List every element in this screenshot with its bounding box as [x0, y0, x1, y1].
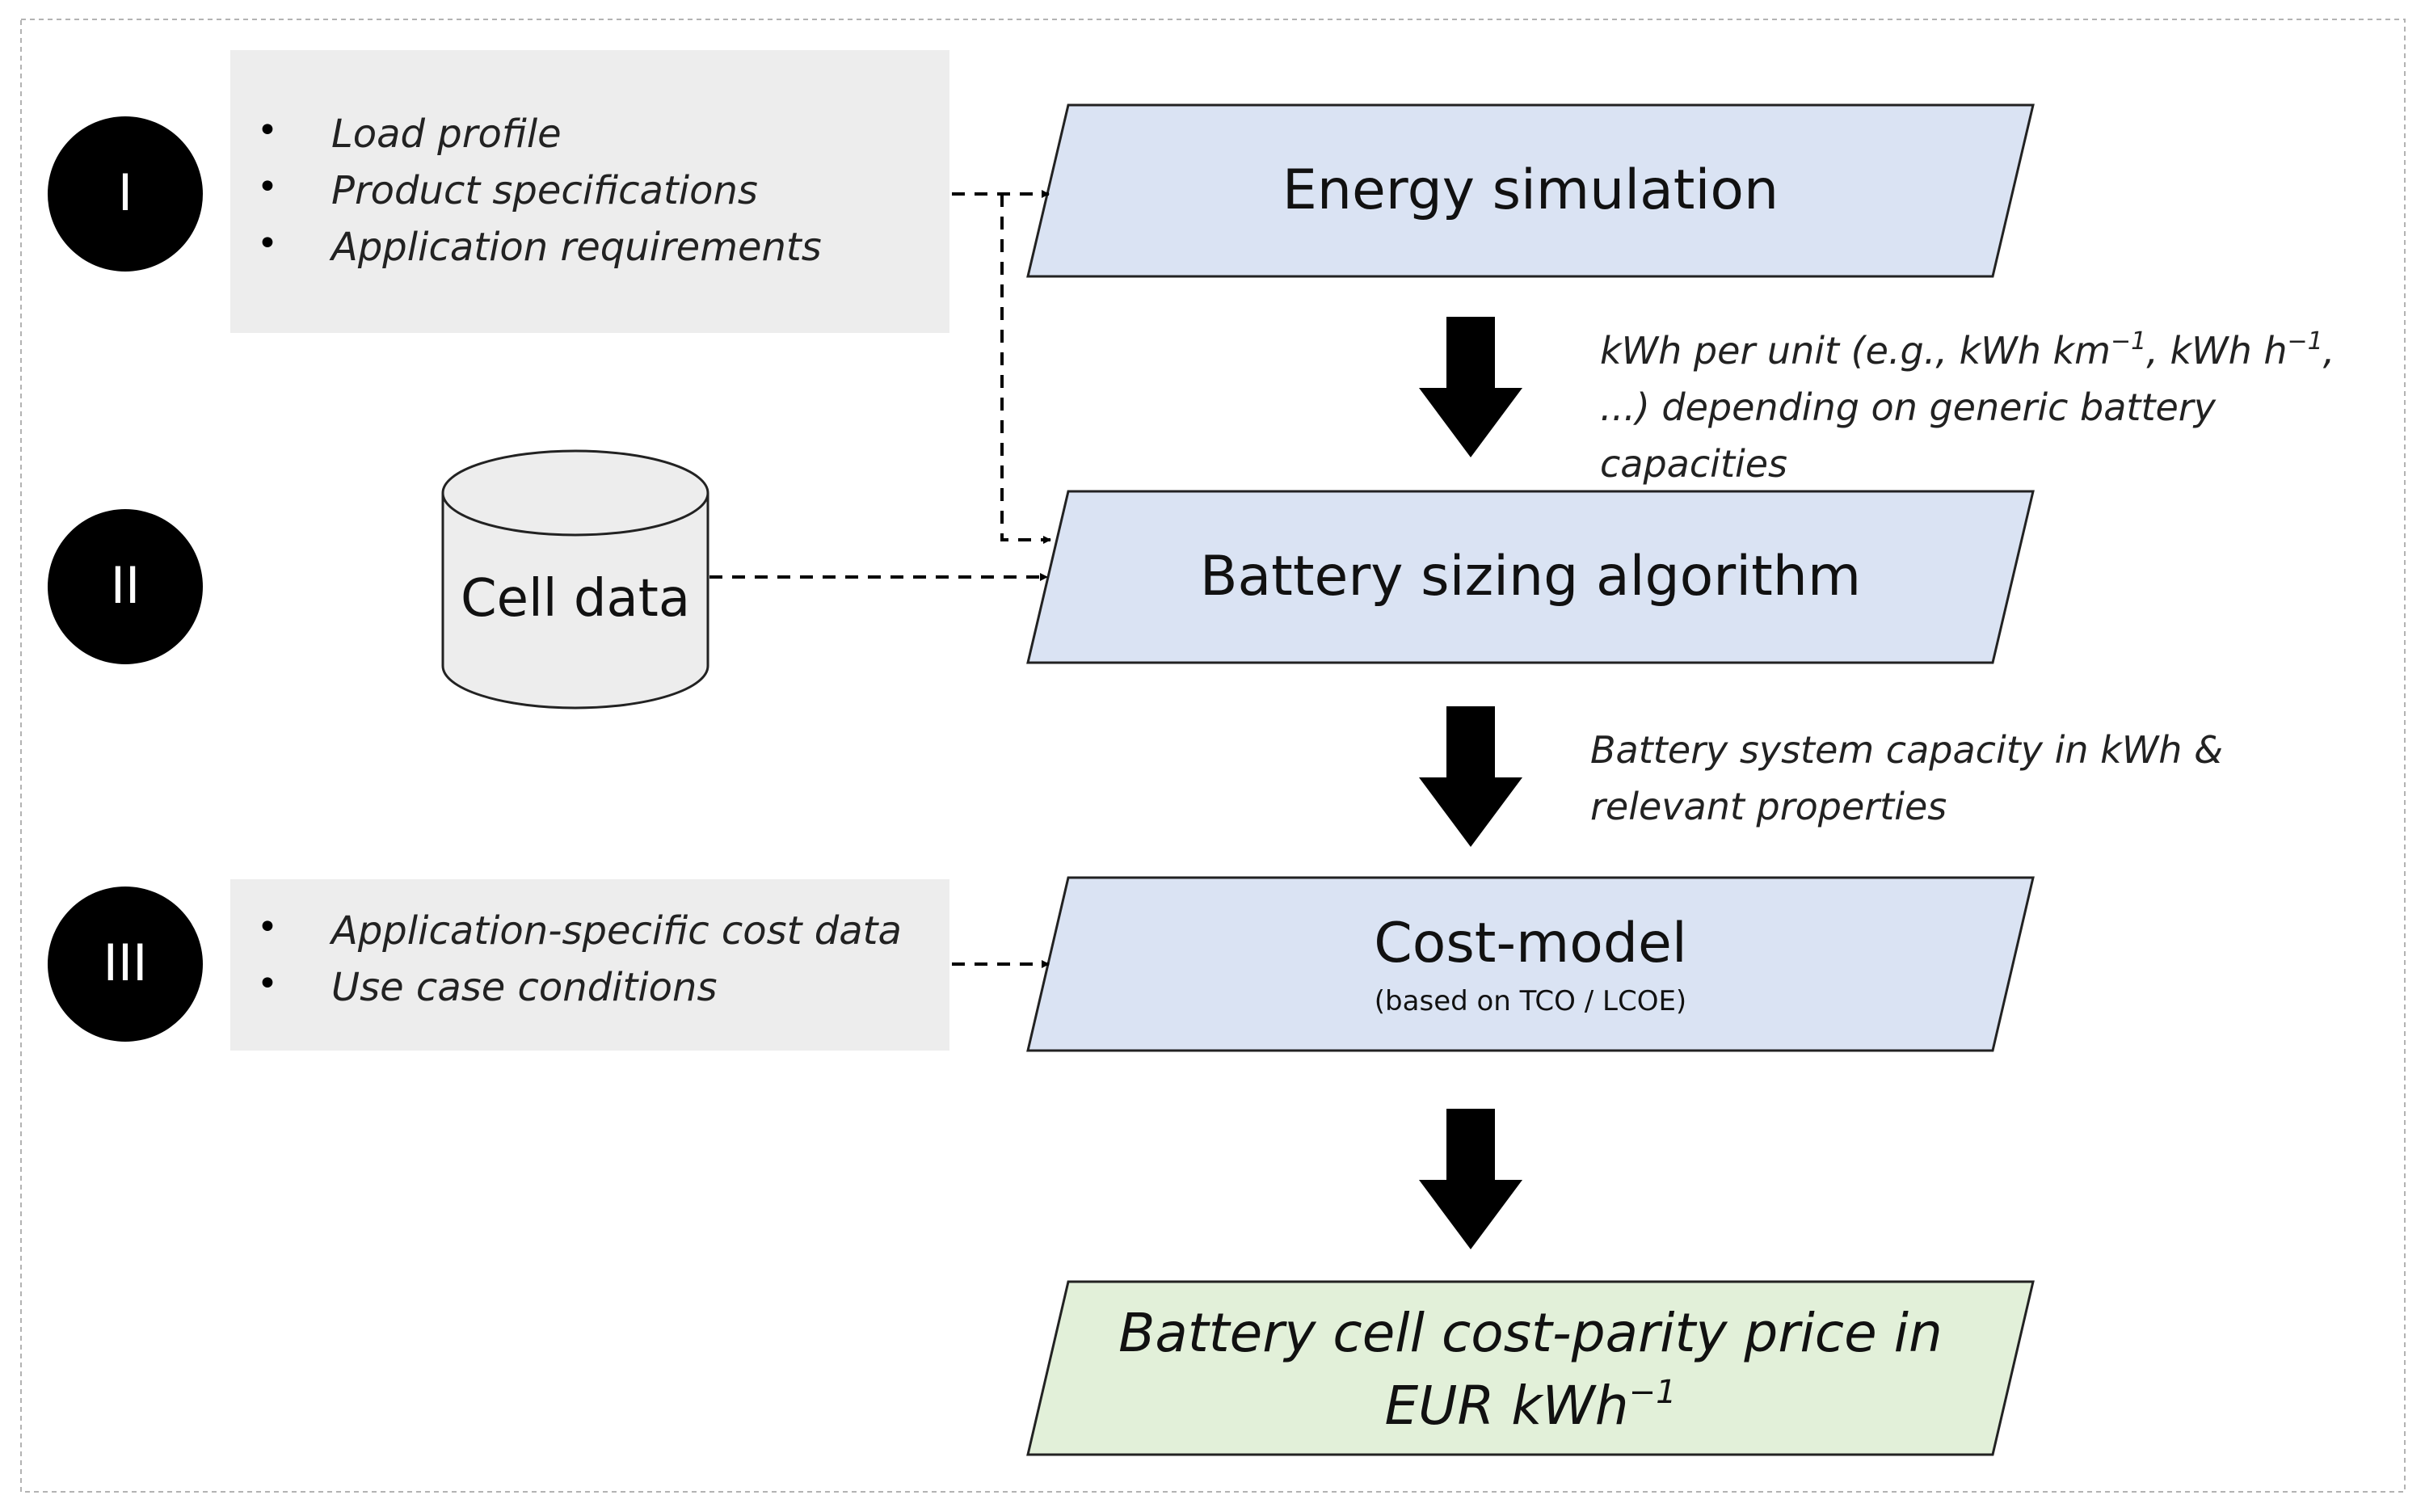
process-cost-model-title: Cost-model	[1374, 912, 1686, 975]
result-line-1: Battery cell cost-parity price in	[1118, 1302, 1943, 1364]
result-line-2-text: EUR kWh	[1384, 1375, 1628, 1437]
input-item-load-profile: Load profile	[331, 112, 562, 157]
input-item-product-specs: Product specifications	[331, 168, 758, 213]
process-battery-sizing-title: Battery sizing algorithm	[1200, 545, 1861, 609]
marker-iii: III	[48, 887, 203, 1042]
cell-data-cylinder: Cell data	[441, 449, 709, 710]
marker-iii-label: III	[103, 933, 148, 992]
marker-i: I	[48, 116, 203, 272]
result-line-2: EUR kWh−1	[1384, 1374, 1676, 1437]
marker-ii: II	[48, 509, 203, 664]
annotation-1-sup-1: −1	[2111, 327, 2146, 356]
annotation-1-line-1-c: ,	[2323, 329, 2335, 373]
process-cost-model-subtitle: (based on TCO / LCOE)	[1375, 985, 1686, 1017]
process-energy-simulation-title: Energy simulation	[1282, 158, 1779, 222]
flow-arrow-2	[1419, 706, 1522, 847]
input-item-use-case: Use case conditions	[331, 965, 717, 1010]
bullet: •	[257, 110, 278, 151]
bullet: •	[257, 963, 278, 1004]
flow-arrow-1	[1419, 317, 1522, 457]
annotation-energy-to-sizing: kWh per unit (e.g., kWh km−1, kWh h−1, .…	[1600, 327, 2334, 486]
input-item-app-requirements: Application requirements	[329, 225, 822, 270]
bullet: •	[257, 907, 278, 948]
flow-arrow-3	[1419, 1109, 1522, 1249]
process-battery-sizing: Battery sizing algorithm	[1026, 490, 2035, 664]
process-cost-model: Cost-model (based on TCO / LCOE)	[1026, 876, 2035, 1052]
input-group-3: • • Application-specific cost data Use c…	[230, 879, 949, 1051]
input-group-1: • • • Load profile Product specification…	[230, 50, 949, 333]
cell-data-label: Cell data	[461, 569, 690, 629]
annotation-1-line-1: kWh per unit (e.g., kWh km−1, kWh h−1,	[1600, 327, 2334, 373]
annotation-2-line-1: Battery system capacity in kWh &	[1590, 728, 2223, 772]
marker-ii-label: II	[111, 556, 141, 615]
annotation-1-sup-2: −1	[2288, 327, 2323, 356]
input-item-cost-data: Application-specific cost data	[329, 908, 902, 954]
bullet: •	[257, 166, 278, 208]
bullet: •	[257, 223, 278, 264]
marker-i-label: I	[118, 163, 133, 222]
result-box: Battery cell cost-parity price in EUR kW…	[1026, 1280, 2035, 1456]
annotation-1-line-1-a: kWh per unit (e.g., kWh km	[1600, 329, 2111, 373]
outer-border	[20, 19, 2406, 1493]
process-energy-simulation: Energy simulation	[1026, 103, 2035, 278]
annotation-sizing-to-cost: Battery system capacity in kWh & relevan…	[1590, 728, 2223, 828]
annotation-1-line-3: capacities	[1600, 442, 1787, 486]
connector-inputs-to-sizing	[1000, 194, 1051, 544]
annotation-1-line-1-b: , kWh h	[2146, 329, 2287, 373]
annotation-2-line-2: relevant properties	[1590, 785, 1947, 828]
annotation-1-line-2: ...) depending on generic battery	[1600, 385, 2217, 429]
result-line-2-sup: −1	[1629, 1374, 1677, 1411]
